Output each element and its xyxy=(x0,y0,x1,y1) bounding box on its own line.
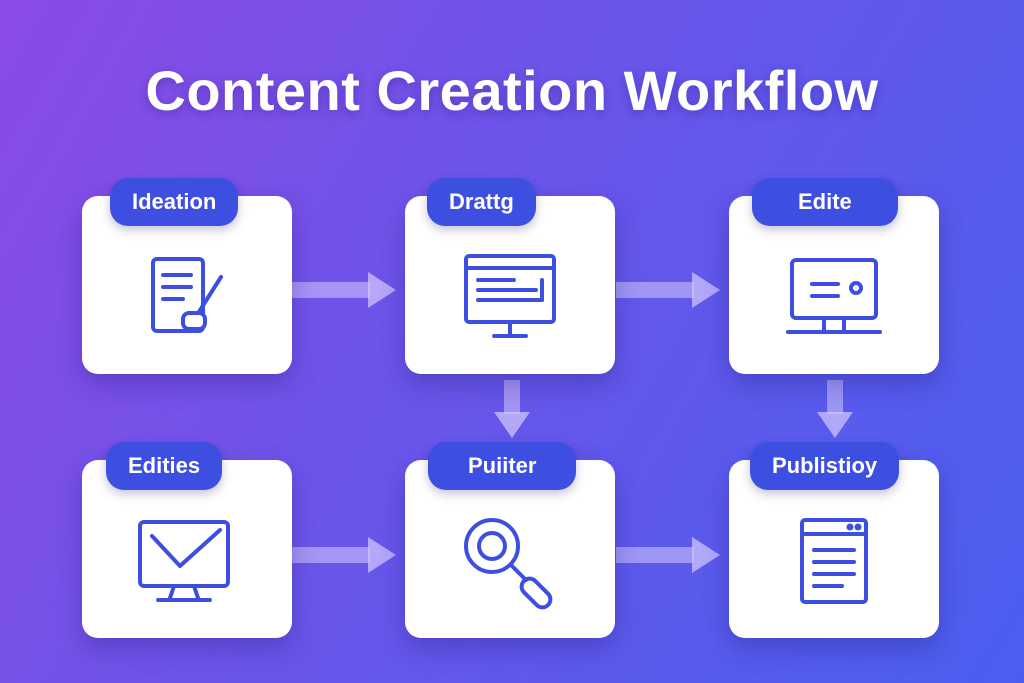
step-label-proofing: Puiiter xyxy=(428,442,577,490)
step-label-editing: Edite xyxy=(752,178,898,226)
step-label-drafting: Drattg xyxy=(427,178,536,226)
diagram-title: Content Creation Workflow xyxy=(145,59,879,122)
monitor-icon xyxy=(786,258,882,334)
monitor-check-icon xyxy=(138,520,230,602)
step-label-publishing: Publistioy xyxy=(750,442,900,490)
arrow-right-4 xyxy=(616,537,720,573)
step-label-review: Edities xyxy=(106,442,223,490)
arrow-right-2 xyxy=(616,272,720,308)
document-window-icon xyxy=(800,518,868,604)
arrow-right-3 xyxy=(292,537,396,573)
magnifier-icon xyxy=(464,518,553,610)
arrow-down-1 xyxy=(494,380,530,438)
document-pen-icon xyxy=(151,257,223,333)
arrow-down-2 xyxy=(817,380,853,438)
step-label-ideation: Ideation xyxy=(110,178,239,226)
arrow-right-1 xyxy=(292,272,396,308)
monitor-document-icon xyxy=(464,254,556,338)
